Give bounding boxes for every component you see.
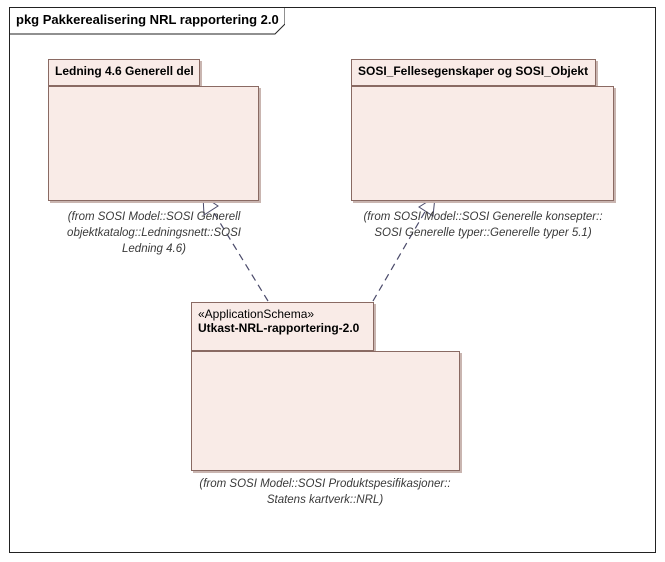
package-origin-line: objektkatalog::Ledningsnett::SOSI [67, 227, 241, 239]
package-body-ledning[interactable] [48, 86, 259, 201]
diagram-title: pkg Pakkerealisering NRL rapportering 2.… [16, 12, 279, 27]
package-tab-sosi-felles[interactable]: SOSI_Fellesegenskaper og SOSI_Objekt [351, 59, 596, 86]
package-origin-utkast-nrl: (from SOSI Model::SOSI Produktspesifikas… [175, 476, 475, 508]
diagram-frame [9, 7, 656, 553]
realization-link-sosi [372, 209, 427, 302]
package-origin-line: SOSI Generelle typer::Generelle typer 5.… [374, 227, 592, 239]
package-name-sosi-felles: SOSI_Fellesegenskaper og SOSI_Objekt [358, 64, 589, 78]
package-body-sosi-felles[interactable] [351, 86, 614, 201]
package-origin-line: (from SOSI Model::SOSI Produktspesifikas… [199, 478, 451, 490]
package-tab-ledning[interactable]: Ledning 4.6 Generell del [48, 59, 200, 86]
package-origin-sosi-felles: (from SOSI Model::SOSI Generelle konsept… [335, 209, 631, 241]
realization-arrowhead-sosi [418, 196, 436, 217]
frame-label-border [9, 7, 285, 35]
package-tab-utkast-nrl[interactable]: «ApplicationSchema» Utkast-NRL-rapporter… [191, 302, 374, 351]
package-origin-line: (from SOSI Model::SOSI Generelle konsept… [363, 211, 603, 223]
package-origin-line: Statens kartverk::NRL) [266, 494, 384, 506]
package-origin-line: Ledning 4.6) [122, 243, 186, 255]
package-origin-line: (from SOSI Model::SOSI Generell [67, 211, 241, 223]
package-origin-ledning: (from SOSI Model::SOSI Generell objektka… [30, 209, 278, 257]
package-name-ledning: Ledning 4.6 Generell del [55, 64, 194, 78]
package-stereotype-utkast-nrl: «ApplicationSchema» [198, 307, 315, 321]
package-name-utkast-nrl: Utkast-NRL-rapportering-2.0 [198, 321, 360, 335]
realization-link-ledning [210, 207, 269, 302]
package-body-utkast-nrl[interactable] [191, 351, 460, 471]
